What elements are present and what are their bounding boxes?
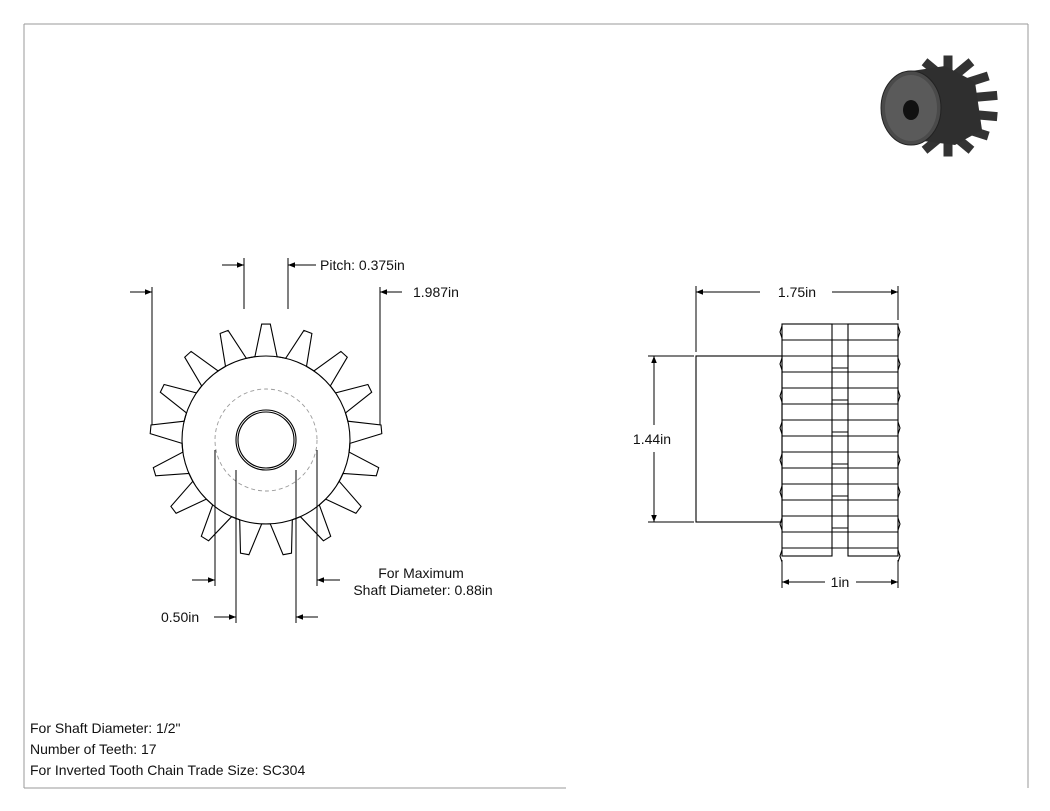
side-tooth-notch bbox=[897, 517, 901, 531]
side-gap-web bbox=[831, 451, 849, 465]
side-tooth-notch bbox=[779, 325, 783, 339]
side-gap-web bbox=[831, 483, 849, 497]
teeth-count-note: Number of Teeth: 17 bbox=[30, 741, 157, 757]
drawing-border bbox=[23, 23, 1029, 789]
overall-length-label: 1.75in bbox=[778, 284, 816, 300]
render-tooth bbox=[952, 58, 975, 79]
side-tooth-notch bbox=[779, 549, 783, 563]
side-tooth-notch bbox=[779, 485, 783, 499]
outer-diameter-label: 1.987in bbox=[413, 284, 459, 300]
max-shaft-label-line1: For Maximum bbox=[378, 565, 464, 581]
side-tooth-block-left bbox=[781, 323, 833, 557]
max-shaft-label-line2: Shaft Diameter: 0.88in bbox=[353, 582, 492, 598]
side-tooth-notch bbox=[779, 517, 783, 531]
side-tooth-block-right bbox=[847, 323, 899, 557]
pitch-dimension-label: Pitch: 0.375in bbox=[320, 257, 405, 273]
side-gap-web bbox=[831, 515, 849, 529]
face-width-label: 1in bbox=[831, 574, 850, 590]
side-tooth-notch bbox=[897, 549, 901, 563]
side-tooth-notch bbox=[779, 421, 783, 435]
side-gap-web bbox=[831, 419, 849, 433]
side-gap-web bbox=[831, 387, 849, 401]
side-tooth-notch bbox=[897, 453, 901, 467]
side-tooth-notch bbox=[779, 389, 783, 403]
side-tooth-notch bbox=[897, 357, 901, 371]
shaft-diameter-note: For Shaft Diameter: 1/2" bbox=[30, 720, 181, 736]
front-view-dimensions bbox=[130, 258, 402, 623]
gear-tooth-profile bbox=[149, 323, 383, 556]
side-tooth-notch bbox=[779, 453, 783, 467]
max-shaft-hidden-circle bbox=[214, 388, 318, 492]
chain-size-note: For Inverted Tooth Chain Trade Size: SC3… bbox=[30, 762, 306, 778]
side-gap-web bbox=[831, 355, 849, 369]
side-tooth-notch bbox=[779, 357, 783, 371]
gear-3d-render bbox=[880, 55, 998, 157]
hub-diameter-label: 1.44in bbox=[633, 431, 671, 447]
bore-circle bbox=[235, 409, 297, 471]
side-tooth-notch bbox=[897, 485, 901, 499]
gear-front-view bbox=[149, 323, 383, 556]
side-teeth bbox=[779, 323, 901, 563]
bore-inner-circle bbox=[237, 411, 295, 469]
bore-dimension-label: 0.50in bbox=[161, 609, 199, 625]
hub-side bbox=[695, 355, 783, 523]
side-view-dimensions bbox=[648, 286, 899, 588]
side-tooth-notch bbox=[897, 325, 901, 339]
side-tooth-notch bbox=[897, 421, 901, 435]
side-tooth-notch bbox=[897, 389, 901, 403]
hub-circle bbox=[181, 355, 351, 525]
gear-side-view bbox=[695, 323, 901, 563]
